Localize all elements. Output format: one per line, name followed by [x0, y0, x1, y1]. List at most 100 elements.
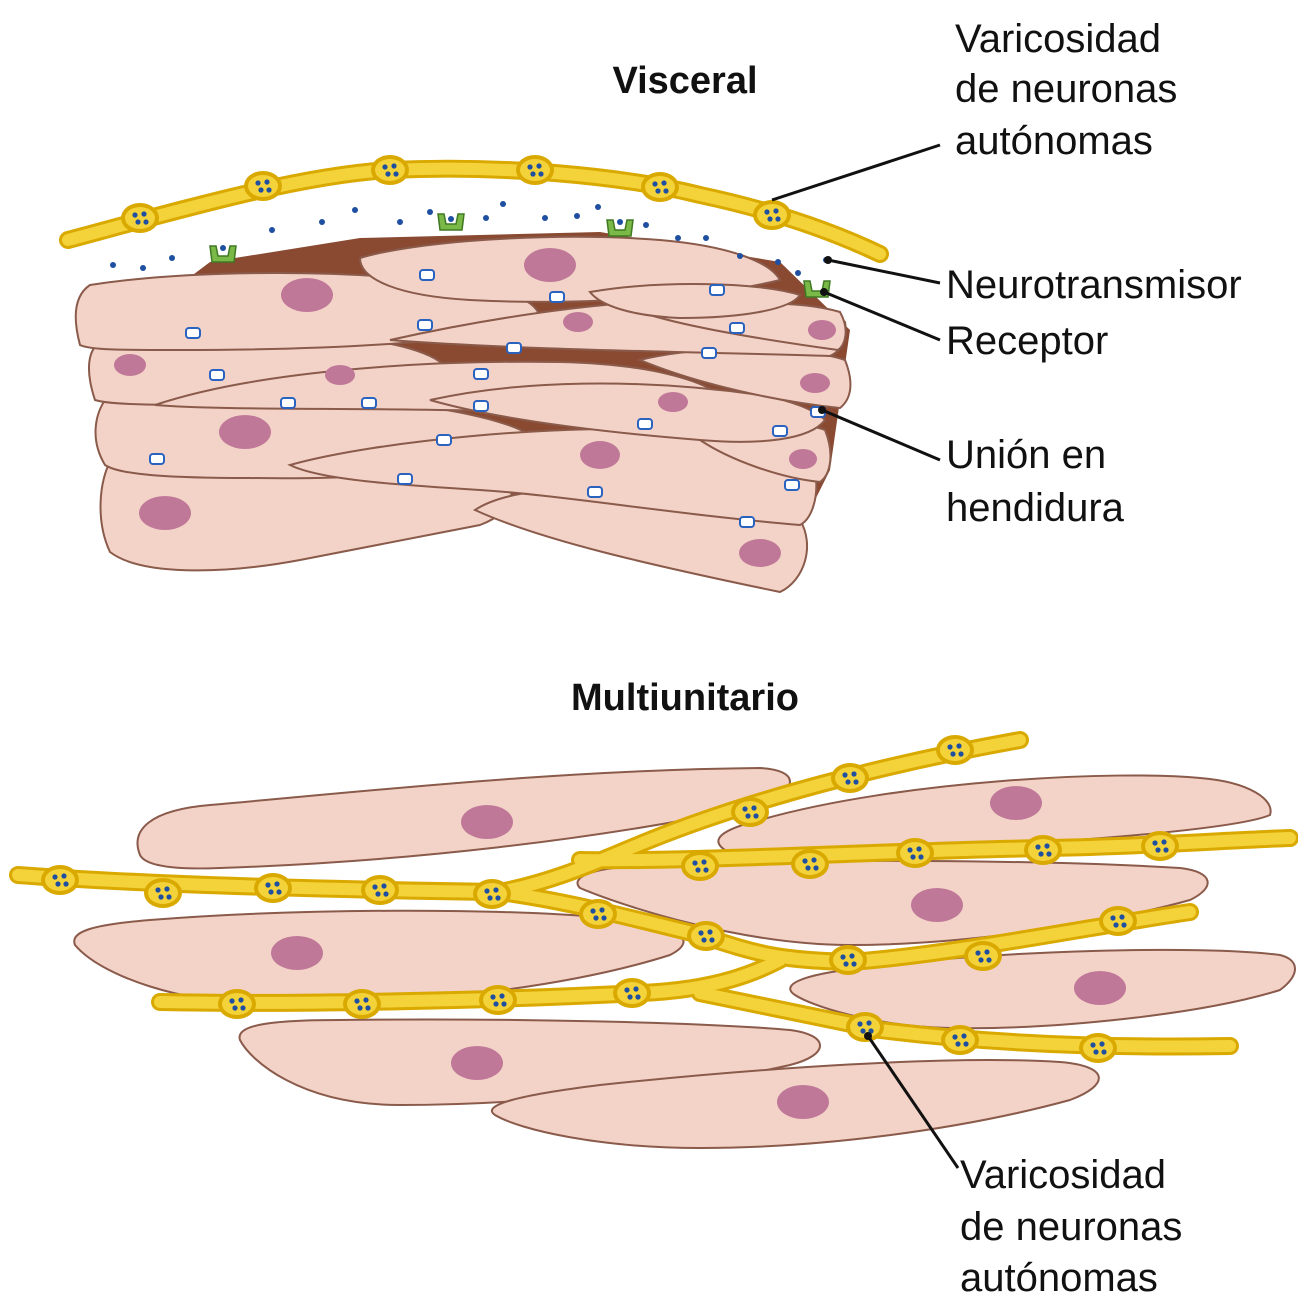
nucleus: [658, 392, 688, 412]
varicosity: [964, 941, 1002, 971]
vesicle: [1161, 839, 1166, 844]
varicosity: [791, 849, 829, 879]
vesicle: [1046, 851, 1051, 856]
gap-junction: [710, 285, 724, 295]
gap-junction: [785, 480, 799, 490]
vesicle: [601, 915, 606, 920]
varicosity: [687, 921, 725, 951]
vesicle: [851, 961, 856, 966]
neurotransmitter-dot: [617, 219, 623, 225]
varicosity: [479, 985, 517, 1015]
vesicle: [536, 163, 541, 168]
neurotransmitter-dot: [110, 262, 116, 268]
label-varicosity-line2: de neuronas: [960, 1205, 1182, 1249]
varicosity: [641, 172, 679, 202]
vesicle: [963, 1041, 968, 1046]
vesicle: [493, 1001, 498, 1006]
vesicle: [849, 953, 854, 958]
nucleus: [1074, 971, 1126, 1005]
vesicle: [1152, 840, 1157, 845]
gap-junction: [730, 323, 744, 333]
neurotransmitter-dot: [675, 235, 681, 241]
vesicle: [495, 895, 500, 900]
vesicle: [164, 886, 169, 891]
gap-junction: [588, 487, 602, 497]
gap-junction: [702, 348, 716, 358]
vesicle: [1155, 847, 1160, 852]
vesicle: [255, 180, 260, 185]
neurotransmitter-dot: [169, 255, 175, 261]
varicosity: [896, 838, 934, 868]
label-varicosity-line3: autónomas: [955, 119, 1153, 163]
vesicle: [381, 883, 386, 888]
vesicle: [1044, 843, 1049, 848]
gap-junction: [418, 320, 432, 330]
neurotransmitter-dot: [643, 222, 649, 228]
vesicle: [268, 889, 273, 894]
vesicle: [1035, 844, 1040, 849]
vesicle: [918, 854, 923, 859]
vesicle: [484, 888, 489, 893]
vesicle: [1038, 851, 1043, 856]
vesicle: [487, 895, 492, 900]
vesicle: [1093, 1049, 1098, 1054]
neurotransmitter-dot: [220, 245, 226, 251]
varicosity: [613, 978, 651, 1008]
gap-junction: [474, 401, 488, 411]
vesicle: [955, 1041, 960, 1046]
vesicle: [141, 211, 146, 216]
vesicle: [916, 846, 921, 851]
vesicle: [538, 171, 543, 176]
vesicle: [958, 751, 963, 756]
vesicle: [264, 179, 269, 184]
gap-junction: [362, 398, 376, 408]
vesicle: [590, 908, 595, 913]
gap-junction: [773, 426, 787, 436]
vesicle: [499, 993, 504, 998]
vesicle: [842, 772, 847, 777]
vesicle: [764, 209, 769, 214]
vesicle: [143, 219, 148, 224]
vesicle: [802, 858, 807, 863]
gap-junction: [474, 369, 488, 379]
vesicle: [55, 881, 60, 886]
nucleus: [789, 449, 817, 469]
varicosity: [361, 875, 399, 905]
vesicle: [635, 994, 640, 999]
varicosity: [1024, 835, 1062, 865]
vesicle: [745, 813, 750, 818]
neurotransmitter-dot: [448, 216, 454, 222]
vesicle: [633, 986, 638, 991]
nucleus: [563, 312, 593, 332]
varicosity: [681, 851, 719, 881]
vesicle: [627, 994, 632, 999]
vesicle: [391, 163, 396, 168]
vesicle: [845, 779, 850, 784]
vesicle: [274, 881, 279, 886]
visceral-panel: Visceral: [68, 17, 1242, 592]
neurotransmitter-dot: [140, 265, 146, 271]
vesicle: [703, 867, 708, 872]
vesicle: [258, 187, 263, 192]
neurotransmitter-dot: [269, 227, 275, 233]
neurotransmitter-dot: [352, 207, 358, 213]
neurotransmitter-dot: [483, 215, 489, 221]
varicosity: [121, 203, 159, 233]
vesicle: [1121, 922, 1126, 927]
vesicle: [382, 164, 387, 169]
vesicle: [857, 1021, 862, 1026]
nucleus: [219, 415, 271, 449]
vesicle: [52, 874, 57, 879]
vesicle: [984, 949, 989, 954]
nucleus: [139, 496, 191, 530]
vesicle: [701, 937, 706, 942]
visceral-muscle-cells: [76, 237, 851, 592]
vesicle: [811, 857, 816, 862]
vesicle: [372, 884, 377, 889]
nucleus: [271, 936, 323, 970]
vesicle: [701, 859, 706, 864]
vesicle: [950, 751, 955, 756]
varicosity: [1141, 831, 1179, 861]
vesicle: [866, 1020, 871, 1025]
